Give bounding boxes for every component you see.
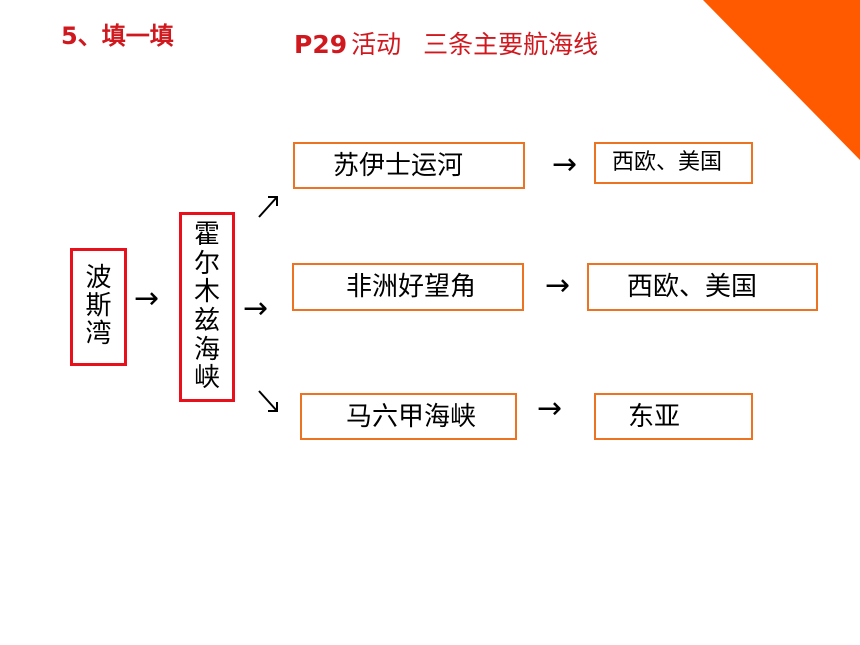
route-suez-canal-box: 苏伊士运河 [293, 142, 525, 189]
destination-box-2: 西欧、美国 [587, 263, 818, 311]
route-cape-of-good-hope-box: 非洲好望角 [292, 263, 524, 311]
strait-char: 木 [193, 277, 220, 308]
origin-char: 斯 [85, 291, 112, 322]
destination-label: 西欧、美国 [627, 272, 758, 302]
strait-char: 兹 [193, 306, 220, 336]
origin-persian-gulf-box: 波 斯 湾 [70, 248, 127, 366]
origin-char: 湾 [85, 318, 112, 349]
strait-char: 海 [193, 334, 220, 365]
arrow-straight-right: → [243, 291, 269, 326]
topic-label: 三条主要航海线 [423, 30, 599, 59]
page-reference: P29 [294, 30, 348, 59]
arrow-route-1: → [552, 147, 578, 182]
route-via-label: 马六甲海峡 [346, 401, 477, 432]
destination-box-1: 西欧、美国 [594, 142, 753, 184]
strait-char: 峡 [193, 363, 220, 394]
origin-char: 波 [85, 263, 112, 294]
exercise-title: 5、填一填 [61, 22, 174, 50]
activity-label: 活动 [351, 30, 402, 59]
route-malacca-strait-box: 马六甲海峡 [300, 393, 517, 440]
strait-char: 霍 [193, 220, 220, 251]
arrow-route-2: → [545, 268, 571, 303]
arrow-down-right [258, 390, 278, 412]
destination-label: 东亚 [628, 401, 681, 432]
strait-char: 尔 [193, 248, 220, 279]
arrow-up-right [258, 196, 278, 218]
route-via-label: 非洲好望角 [346, 272, 477, 302]
arrow-origin-to-strait: → [134, 281, 160, 316]
strait-hormuz-box: 霍 尔 木 兹 海 峡 [179, 212, 235, 402]
arrow-route-3: → [537, 391, 563, 426]
destination-box-3: 东亚 [594, 393, 753, 440]
route-via-label: 苏伊士运河 [333, 150, 464, 181]
destination-label: 西欧、美国 [612, 150, 723, 175]
